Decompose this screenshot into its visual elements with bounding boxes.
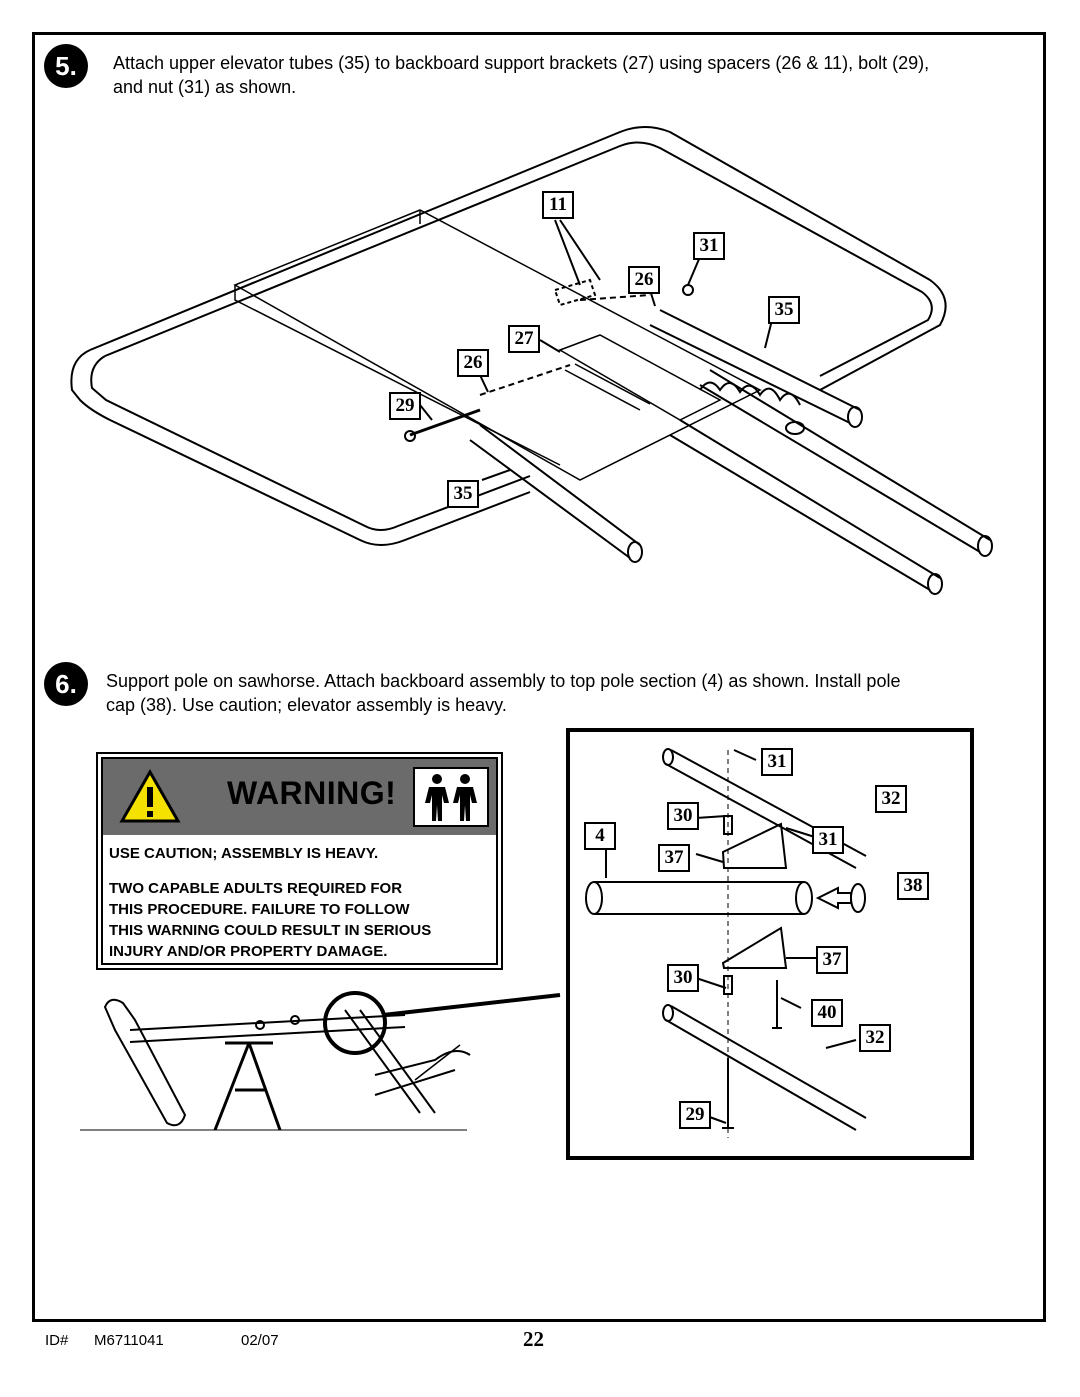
- step-5-text-line1: Attach upper elevator tubes (35) to back…: [113, 53, 930, 73]
- callout-29: 29: [389, 392, 421, 420]
- warning-line-3: THIS PROCEDURE. FAILURE TO FOLLOW: [109, 901, 410, 918]
- step-6-text-line1: Support pole on sawhorse. Attach backboa…: [106, 671, 901, 691]
- callout-37-top: 37: [658, 844, 690, 872]
- exclamation-triangle-icon: [119, 769, 181, 823]
- callout-37-bottom: 37: [816, 946, 848, 974]
- callout-31: 31: [693, 232, 725, 260]
- warning-title: WARNING!: [227, 775, 397, 811]
- warning-line-4: THIS WARNING COULD RESULT IN SERIOUS: [109, 922, 432, 939]
- callout-35-upper: 35: [768, 296, 800, 324]
- footer-date: 02/07: [241, 1332, 279, 1349]
- callout-26-lower: 26: [457, 349, 489, 377]
- step-5-illustration: [70, 126, 993, 595]
- two-people-icon: [413, 767, 489, 827]
- step-5-badge: 5.: [44, 44, 88, 88]
- warning-line-1: USE CAUTION; ASSEMBLY IS HEAVY.: [109, 845, 379, 862]
- step-6-badge: 6.: [44, 662, 88, 706]
- callout-32-top: 32: [875, 785, 907, 813]
- callout-31-middle: 31: [812, 826, 844, 854]
- callout-29: 29: [679, 1101, 711, 1129]
- callout-26-upper: 26: [628, 266, 660, 294]
- callout-30-bottom: 30: [667, 964, 699, 992]
- page-number: 22: [523, 1327, 544, 1351]
- callout-30-top: 30: [667, 802, 699, 830]
- pole-cap-detail-box: [566, 728, 974, 1160]
- callout-4: 4: [584, 822, 616, 850]
- page-frame: [32, 32, 1046, 1322]
- callout-35-lower: 35: [447, 480, 479, 508]
- callout-40: 40: [811, 999, 843, 1027]
- callout-38: 38: [897, 872, 929, 900]
- callout-11: 11: [542, 191, 574, 219]
- footer-id-value: M6711041: [94, 1332, 164, 1349]
- warning-body: USE CAUTION; ASSEMBLY IS HEAVY. TWO CAPA…: [109, 843, 499, 962]
- footer-id-label: ID#: [45, 1332, 69, 1349]
- callout-32-bottom: 32: [859, 1024, 891, 1052]
- warning-panel: WARNING! USE CAUTION; ASSEMBLY IS HEAVY.…: [96, 752, 503, 970]
- warning-line-5: INJURY AND/OR PROPERTY DAMAGE.: [109, 943, 388, 960]
- sawhorse-illustration: [80, 991, 561, 1131]
- step-5-text-line2: and nut (31) as shown.: [113, 77, 297, 97]
- warning-header: WARNING!: [103, 759, 496, 835]
- callout-27: 27: [508, 325, 540, 353]
- step-6-text-line2: cap (38). Use caution; elevator assembly…: [106, 695, 507, 715]
- warning-line-2: TWO CAPABLE ADULTS REQUIRED FOR: [109, 880, 403, 897]
- callout-31-top: 31: [761, 748, 793, 776]
